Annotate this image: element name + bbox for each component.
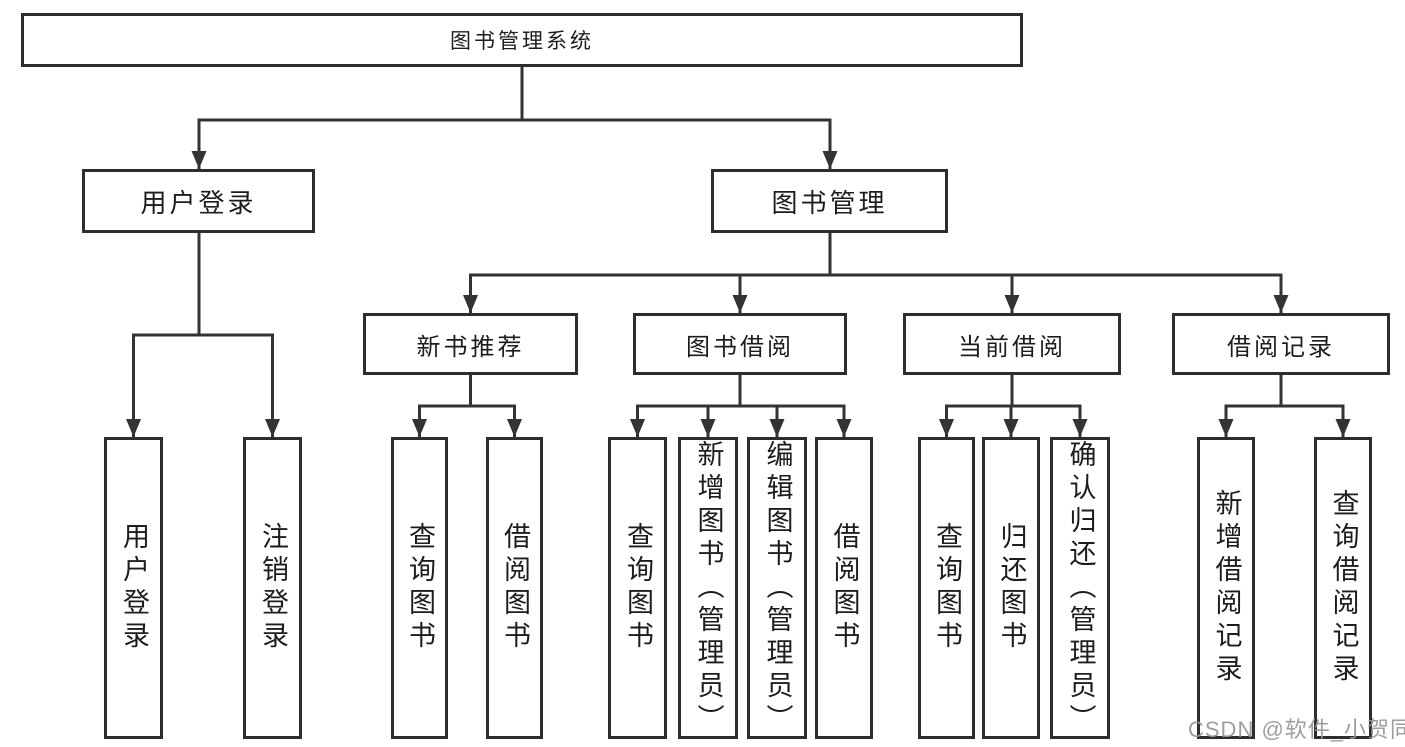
leaf-borrow-books-recommend-label: 借阅图书 — [500, 522, 530, 654]
leaf-query-borrow-record: 查询借阅记录 — [1314, 437, 1372, 739]
leaf-query-books-borrowing-label: 查询图书 — [623, 522, 653, 654]
leaf-user-login: 用户登录 — [104, 437, 163, 739]
leaf-add-books-admin: 新增图书（管理员） — [678, 437, 738, 739]
leaf-return-books-label: 归还图书 — [996, 522, 1027, 654]
csdn-watermark: CSDN @软件_小贺同学 — [1188, 717, 1405, 742]
leaf-query-books-recommend: 查询图书 — [391, 437, 448, 739]
leaf-borrow-books-recommend: 借阅图书 — [486, 437, 543, 739]
node-root-system-label: 图书管理系统 — [450, 30, 594, 53]
node-book-borrowing-label: 图书借阅 — [686, 333, 794, 361]
node-user-login: 用户登录 — [82, 169, 315, 233]
leaf-return-books: 归还图书 — [982, 437, 1040, 739]
node-current-borrowing: 当前借阅 — [903, 313, 1121, 375]
node-book-management: 图书管理 — [711, 169, 948, 233]
leaf-query-books-current-label: 查询图书 — [932, 522, 962, 654]
leaf-query-books-borrowing: 查询图书 — [608, 437, 667, 739]
node-root-system: 图书管理系统 — [21, 13, 1023, 67]
leaf-logout-label: 注销登录 — [258, 522, 288, 654]
leaf-add-books-admin-label: 新增图书（管理员） — [693, 440, 724, 737]
node-book-management-label: 图书管理 — [771, 187, 888, 218]
node-current-borrowing-label: 当前借阅 — [958, 333, 1066, 361]
leaf-confirm-return-admin-label: 确认归还（管理员） — [1065, 440, 1096, 737]
node-book-borrowing: 图书借阅 — [633, 313, 847, 375]
node-user-login-label: 用户登录 — [140, 187, 257, 218]
leaf-add-borrow-record-label: 新增借阅记录 — [1211, 489, 1242, 687]
leaf-borrow-books-borrowing: 借阅图书 — [815, 437, 873, 739]
leaf-borrow-books-borrowing-label: 借阅图书 — [829, 522, 860, 654]
leaf-query-books-current: 查询图书 — [918, 437, 975, 739]
leaf-user-login-label: 用户登录 — [119, 522, 149, 654]
leaf-logout: 注销登录 — [243, 437, 302, 739]
leaf-edit-books-admin-label: 编辑图书（管理员） — [762, 440, 793, 737]
leaf-query-books-recommend-label: 查询图书 — [405, 522, 435, 654]
node-borrow-records: 借阅记录 — [1172, 313, 1390, 375]
node-borrow-records-label: 借阅记录 — [1227, 333, 1335, 361]
node-new-book-recommend: 新书推荐 — [363, 313, 578, 375]
leaf-query-borrow-record-label: 查询借阅记录 — [1328, 489, 1359, 687]
leaf-edit-books-admin: 编辑图书（管理员） — [747, 437, 807, 739]
leaf-add-borrow-record: 新增借阅记录 — [1197, 437, 1255, 739]
node-new-book-recommend-label: 新书推荐 — [416, 333, 525, 361]
leaf-confirm-return-admin: 确认归还（管理员） — [1050, 437, 1110, 739]
